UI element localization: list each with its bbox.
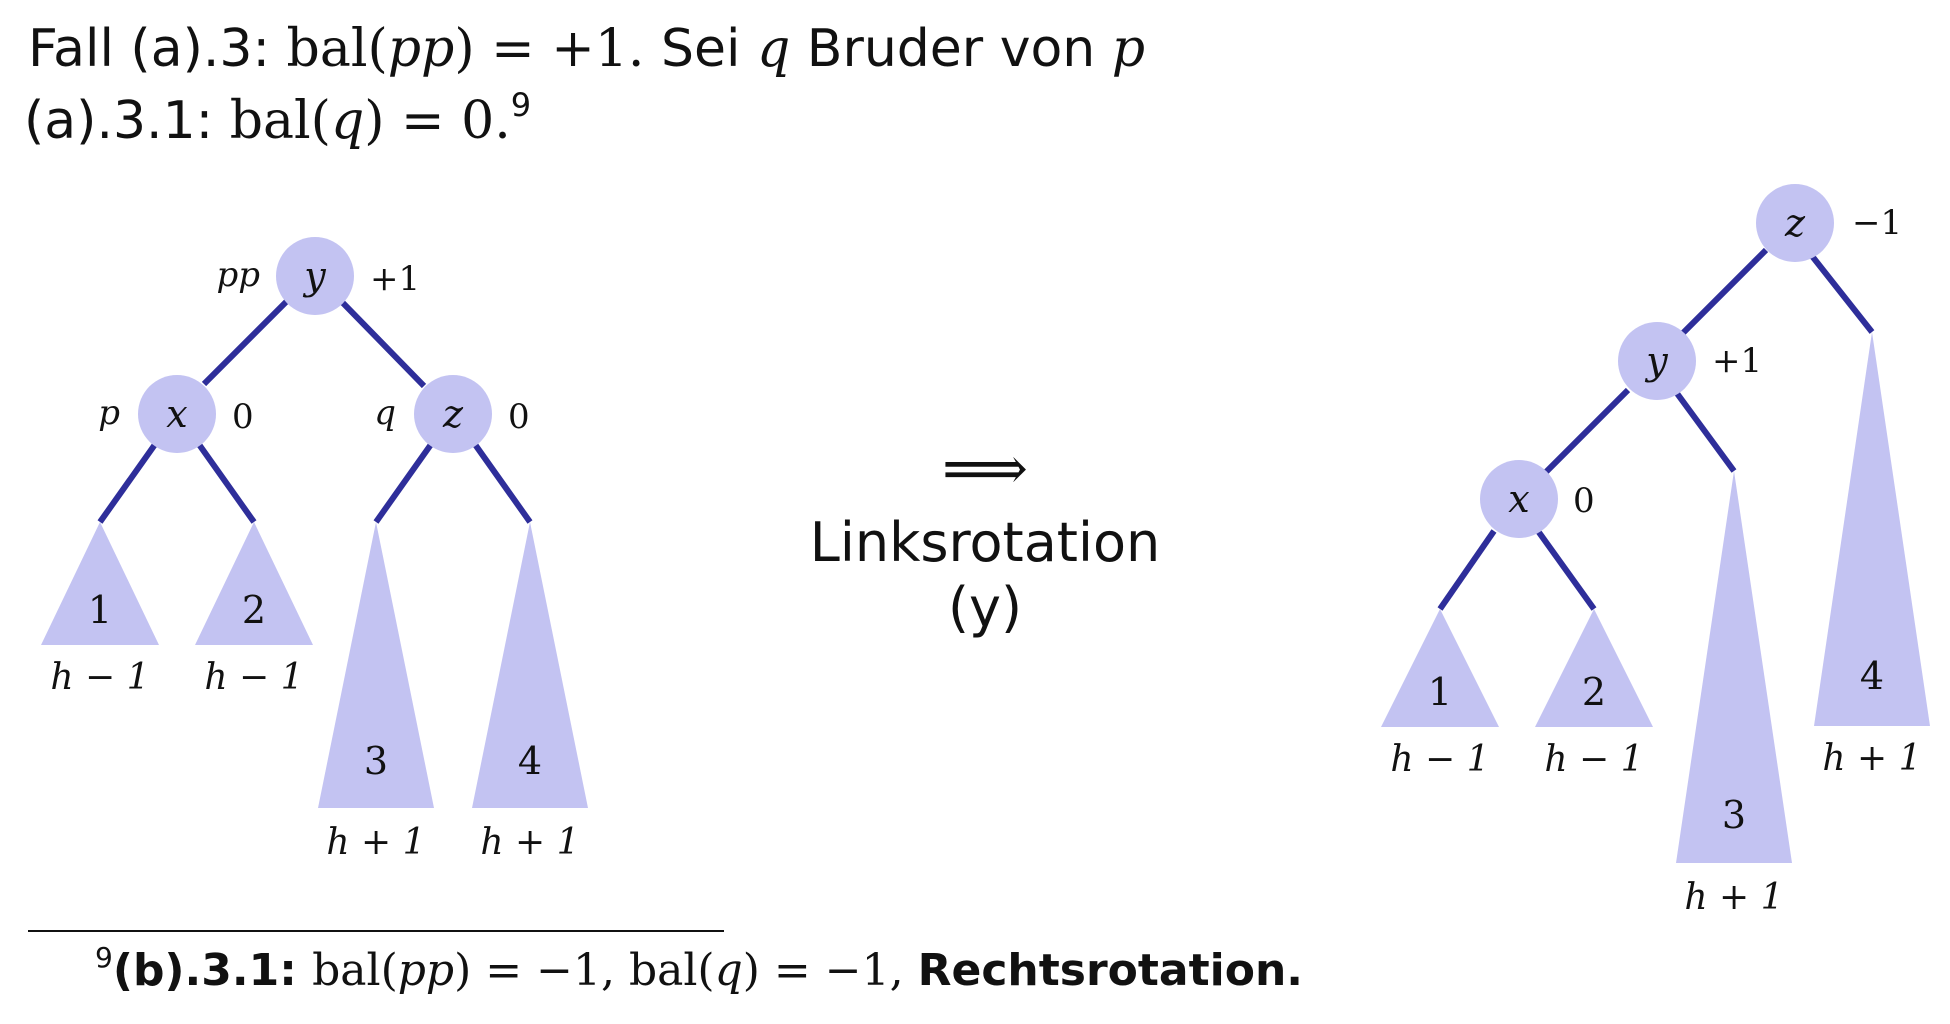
rotation-param: (y) — [948, 576, 1022, 639]
subtree-2-height: h − 1 — [204, 657, 303, 698]
node-y-label: y — [1644, 339, 1668, 383]
transform-arrow: ⟹ Linksrotation (y) — [810, 434, 1160, 639]
implies-arrow-icon: ⟹ — [942, 434, 1028, 504]
node-y-balance: +1 — [1712, 341, 1762, 381]
node-x — [138, 375, 216, 453]
node-y-name: pp — [216, 255, 260, 295]
node-z — [1756, 184, 1834, 262]
subtree-3 — [318, 522, 434, 808]
rotation-label: Linksrotation — [810, 511, 1160, 574]
footnote-marker: 9 — [511, 86, 531, 124]
edge-z-4 — [471, 441, 533, 524]
node-z-balance: −1 — [1852, 203, 1902, 243]
edge-x-2 — [1535, 529, 1597, 611]
node-x-name: p — [98, 393, 120, 433]
footnote-text: 9(b).3.1: bal(pp) = −1, bal(q) = −1, Rec… — [95, 941, 1303, 996]
subtree-1 — [1381, 609, 1499, 727]
subtree-1-height: h − 1 — [50, 657, 149, 698]
subtree-4-label: 4 — [1860, 654, 1884, 698]
edge-y-3 — [1673, 390, 1737, 473]
edge-x-1 — [1437, 529, 1497, 611]
node-z — [414, 375, 492, 453]
node-z-balance: 0 — [508, 397, 530, 437]
edge-y-x — [201, 297, 291, 387]
edge-x-1 — [97, 441, 159, 524]
subtree-2-label: 2 — [1582, 670, 1606, 714]
subtree-3-height: h + 1 — [326, 822, 425, 863]
subtree-4 — [1814, 332, 1930, 726]
subtree-3-label: 3 — [364, 739, 388, 783]
node-y-balance: +1 — [370, 259, 420, 299]
subtree-2-label: 2 — [242, 588, 266, 632]
node-x-balance: 0 — [1573, 481, 1595, 521]
subtree-2 — [195, 522, 313, 645]
slide-subtitle: (a).3.1: bal(q) = 0.9 — [24, 86, 531, 151]
node-z-label: z — [442, 392, 464, 436]
node-z-label: z — [1784, 201, 1806, 245]
subtree-4-height: h + 1 — [1822, 738, 1921, 779]
edge-z-3 — [373, 441, 435, 524]
subtree-1-label: 1 — [88, 588, 112, 632]
subtree-2 — [1535, 609, 1653, 727]
subtree-4-height: h + 1 — [480, 822, 579, 863]
right-tree: 1 2 3 4 h − 1 h − 1 h + 1 h + 1 z y x −1… — [1381, 184, 1930, 918]
subtree-4 — [472, 522, 588, 808]
footnote-number: 9 — [95, 941, 113, 974]
subtree-4-label: 4 — [518, 739, 542, 783]
node-y — [1618, 322, 1696, 400]
left-tree: 1 2 3 4 h − 1 h − 1 h + 1 h + 1 y x z pp… — [41, 237, 588, 863]
edge-y-x — [1543, 387, 1631, 475]
node-y — [276, 237, 354, 315]
edge-y-z — [339, 299, 427, 389]
node-x-balance: 0 — [232, 397, 254, 437]
subtree-1 — [41, 522, 159, 645]
subtree-3 — [1676, 471, 1792, 863]
subtree-2-height: h − 1 — [1544, 739, 1643, 780]
subtree-1-height: h − 1 — [1390, 739, 1489, 780]
node-y-label: y — [302, 254, 326, 298]
slide-title: Fall (a).3: bal(pp) = +1. Sei q Bruder v… — [28, 19, 1145, 79]
subtree-3-height: h + 1 — [1684, 877, 1783, 918]
subtree-1-label: 1 — [1428, 670, 1452, 714]
node-x — [1480, 460, 1558, 538]
edge-x-2 — [195, 441, 257, 524]
subtree-3-label: 3 — [1722, 793, 1746, 837]
node-x-label: x — [166, 392, 187, 436]
node-z-name: q — [374, 393, 396, 433]
edge-z-4 — [1809, 254, 1875, 334]
edge-z-y — [1679, 247, 1769, 337]
node-x-label: x — [1508, 477, 1529, 521]
